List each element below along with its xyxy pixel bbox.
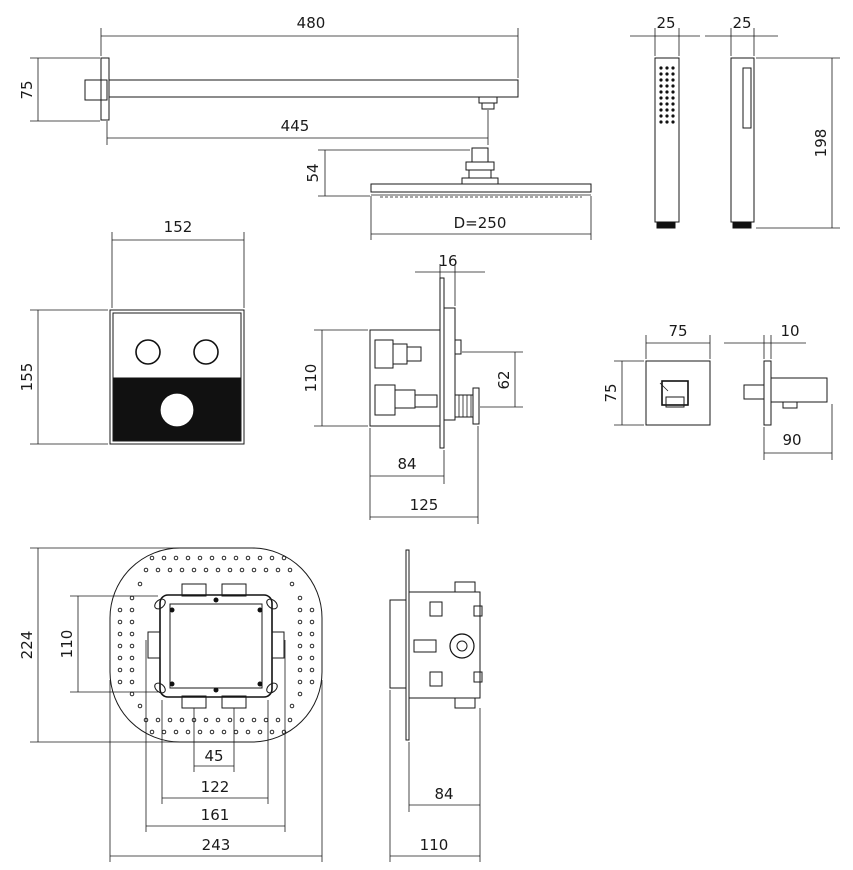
box-width-label: 243 [202, 836, 231, 854]
shower-head-view: 54 D=250 [304, 147, 592, 240]
head-height-label: 54 [304, 163, 322, 182]
button-left-icon [135, 339, 161, 365]
outlet-width-label: 75 [668, 322, 687, 340]
box-side-total-label: 110 [420, 836, 449, 854]
box-pitch-small-label: 45 [204, 747, 223, 765]
mounting-box-front-view: 224 110 45 122 161 243 [18, 547, 323, 862]
valve-plate-label: 16 [438, 252, 457, 270]
shower-arm-view: 480 75 445 [18, 14, 519, 145]
panel-height-label: 155 [18, 363, 36, 392]
mounting-holes [169, 597, 263, 693]
perforation-dots [117, 555, 315, 735]
valve-body-depth-label: 84 [397, 455, 416, 473]
arm-projection-label: 445 [281, 117, 310, 135]
hand-shower-view: 25 25 198 [630, 14, 840, 229]
handshower-side-width-label: 25 [732, 14, 751, 32]
valve-height-label: 110 [302, 364, 320, 393]
outlet-plate-label: 10 [780, 322, 799, 340]
wall-outlet-view: 75 75 10 90 [602, 322, 833, 460]
valve-outlet-spacing-label: 62 [495, 370, 513, 389]
head-diameter-label: D=250 [454, 214, 507, 232]
valve-port-icon [449, 633, 475, 659]
box-pitch-122-label: 122 [201, 778, 230, 796]
nozzle-dots-front [659, 66, 675, 124]
panel-width-label: 152 [164, 218, 193, 236]
knob-icon [159, 392, 195, 428]
arm-length-label: 480 [297, 14, 326, 32]
valve-total-depth-label: 125 [410, 496, 439, 514]
valve-side-view: 16 110 62 84 125 [302, 252, 523, 524]
box-inner-height-label: 110 [58, 630, 76, 659]
mounting-box-side-view: 84 110 [389, 549, 483, 862]
control-panel-view: 152 155 [18, 218, 245, 445]
box-height-label: 224 [18, 631, 36, 660]
button-right-icon [193, 339, 219, 365]
box-side-depth-label: 84 [434, 785, 453, 803]
outlet-depth-label: 90 [782, 431, 801, 449]
box-pitch-161-label: 161 [201, 806, 230, 824]
arm-height-label: 75 [18, 80, 36, 99]
outlet-height-label: 75 [602, 383, 620, 402]
handshower-length-label: 198 [812, 129, 830, 158]
handshower-front-width-label: 25 [656, 14, 675, 32]
